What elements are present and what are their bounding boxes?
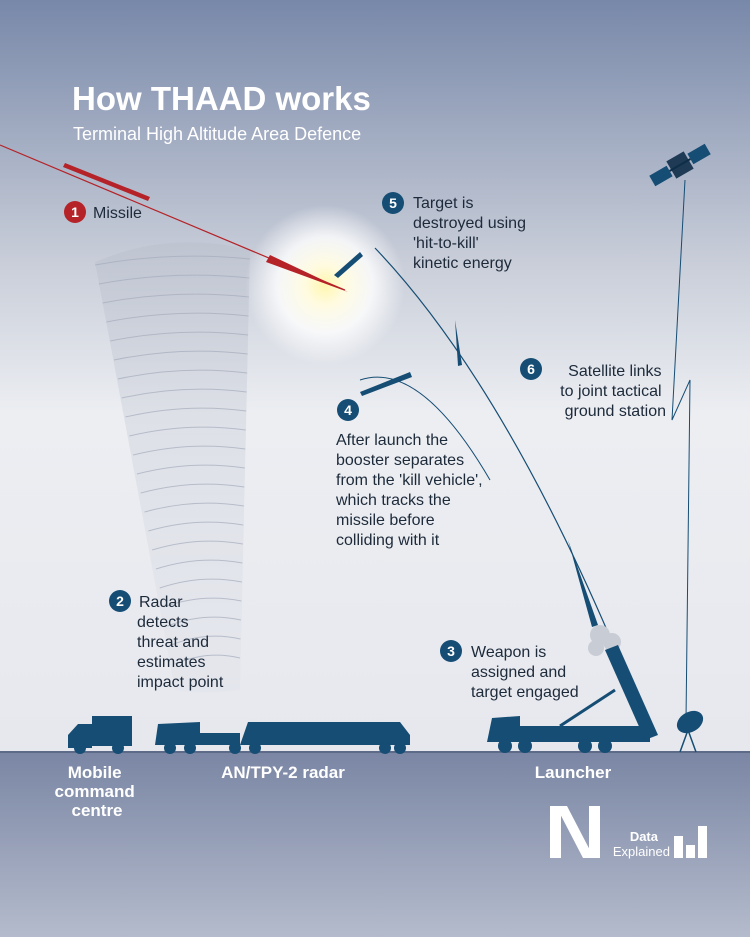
label-radar: AN/TPY-2 radar	[221, 763, 345, 782]
step-2-text: Radar detects threat and estimates impac…	[137, 594, 224, 691]
radar-beam-arc	[125, 407, 247, 418]
page-subtitle: Terminal High Altitude Area Defence	[73, 124, 361, 144]
ground-station-dish-icon	[676, 710, 704, 753]
radar-beam-arc	[136, 464, 245, 475]
radar-beam-arc	[106, 312, 249, 323]
missile-icon	[266, 255, 348, 292]
label-mobile-command-centre: Mobile command centre	[54, 763, 139, 820]
radar-beam-arc	[121, 388, 247, 399]
step-5-text: Target is destroyed using 'hit-to-kill' …	[413, 195, 530, 272]
step-3-text: Weapon is assigned and target engaged	[471, 644, 579, 701]
radar-beam-arc	[102, 293, 250, 304]
booster-icon	[360, 372, 412, 396]
radar-beam-arc	[155, 559, 243, 570]
step-6-number: 6	[527, 361, 535, 377]
radar-beam-arc	[98, 274, 250, 285]
satellite-link	[671, 179, 691, 721]
mobile-command-vehicle-icon	[68, 716, 132, 754]
ground	[0, 752, 750, 937]
radar-beam-arc	[163, 597, 242, 608]
step-1-number: 1	[71, 204, 79, 220]
radar-beam	[94, 242, 251, 693]
step-6-text: Satellite links to joint tactical ground…	[560, 363, 666, 420]
data-explained-logo: Data Explained	[550, 806, 707, 859]
label-launcher: Launcher	[535, 763, 612, 782]
radar-beam-arc	[140, 483, 245, 494]
radar-beam-arc	[159, 578, 243, 589]
step-4-number: 4	[344, 402, 352, 418]
radar-beam-arc	[148, 521, 244, 532]
step-3-badge	[440, 640, 462, 662]
step-4-text: After launch the booster separates from …	[335, 432, 487, 549]
step-2-number: 2	[116, 593, 124, 609]
kill-vehicle-icon	[334, 252, 363, 278]
radar-beam-arc	[129, 426, 246, 437]
step-2-badge	[109, 590, 131, 612]
radar-beam-arc	[117, 369, 248, 380]
explosion	[245, 205, 405, 365]
radar-beam-arc	[174, 654, 241, 665]
radar-beam-arc	[151, 540, 243, 551]
logo-data-text: Data	[630, 829, 659, 844]
page-title: How THAAD works	[72, 80, 371, 117]
step-5-badge	[382, 192, 404, 214]
radar-beam-arc	[171, 635, 241, 646]
step-1-text: Missile	[93, 205, 142, 222]
logo-explained-text: Explained	[613, 844, 670, 859]
step-6-badge	[520, 358, 542, 380]
launcher-vehicle-icon	[487, 645, 658, 753]
radar-beam-arc	[110, 331, 249, 342]
radar-beam-arc	[167, 616, 242, 627]
radar-beam-arc	[132, 445, 246, 456]
step-3-number: 3	[447, 643, 455, 659]
step-5-number: 5	[389, 195, 397, 211]
radar-beam-arc	[113, 350, 248, 361]
launch-smoke	[588, 625, 621, 656]
radar-beam-arc	[94, 255, 251, 266]
radar-beam-arc	[144, 502, 244, 513]
step-1-badge	[64, 201, 86, 223]
missile-trail-icon	[63, 163, 150, 201]
satellite-icon	[649, 143, 711, 187]
step-4-badge	[337, 399, 359, 421]
radar-vehicle-icon	[155, 722, 410, 754]
interceptor-icon	[568, 540, 598, 627]
